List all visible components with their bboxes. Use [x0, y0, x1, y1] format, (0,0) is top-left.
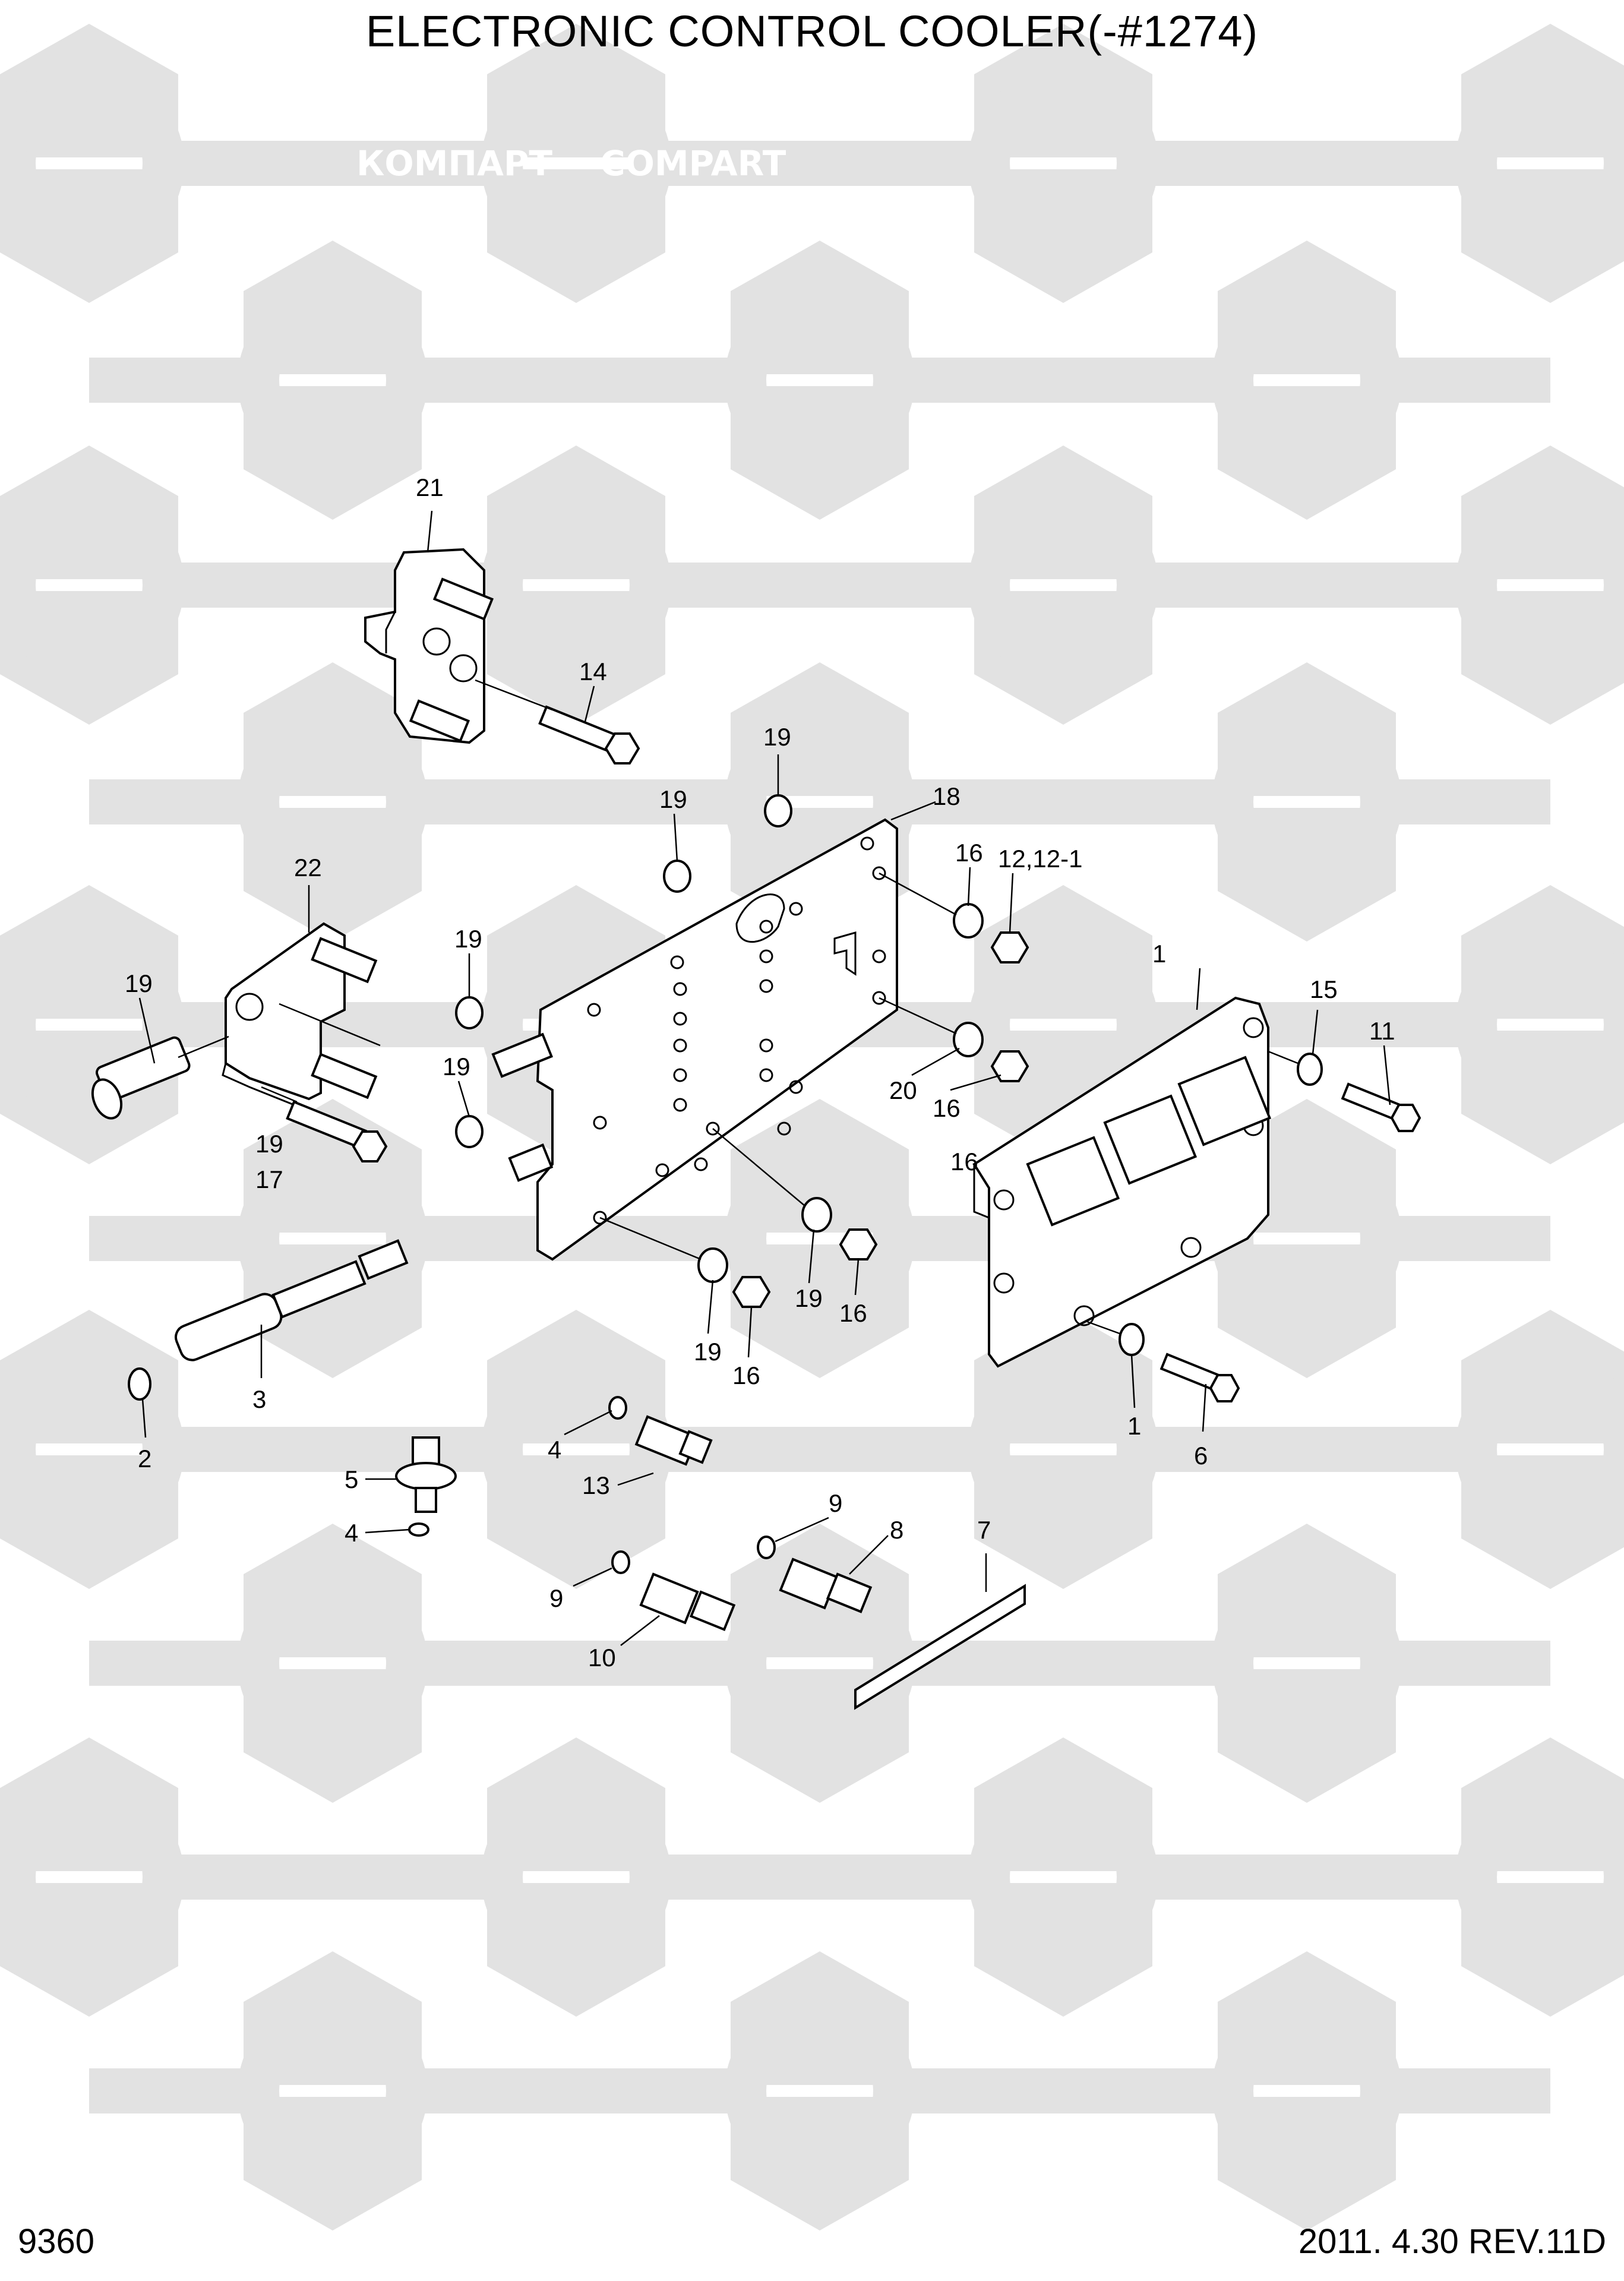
callout-16: 12,12-1	[998, 845, 1082, 873]
callout-19: 19	[443, 1053, 470, 1081]
watermark-text-right: COMPART	[600, 143, 786, 184]
callout-15: 11	[1369, 1017, 1395, 1045]
callout-4: 4	[548, 1436, 561, 1464]
part-10-sensor	[611, 1550, 736, 1631]
part-13-sensor	[608, 1396, 713, 1466]
callout-16: 16	[732, 1361, 760, 1389]
callout-13: 13	[582, 1471, 610, 1499]
watermark	[0, 24, 1624, 2231]
watermark-text-left: КОМПАРТ	[356, 143, 552, 184]
part-21-bracket	[364, 548, 494, 744]
callout-21: 21	[416, 473, 444, 501]
callout-11: 19	[125, 969, 153, 997]
part-7-label-strip	[854, 1584, 1026, 1710]
part-3-sensor	[128, 1239, 409, 1401]
callout-labels: 21 14 19 19 18 22 19 16 12,12-1 1 15 11 …	[125, 473, 1395, 1672]
part-5-sensor	[395, 1436, 457, 1537]
page-title: ELECTRONIC CONTROL COOLER(-#1274)	[365, 7, 1259, 56]
callout-19: 19	[454, 925, 482, 953]
callout-16: 16	[839, 1299, 867, 1327]
leader-lines	[138, 510, 1391, 1646]
revision-date: 2011. 4.30 REV.11D	[1298, 2222, 1606, 2261]
callout-17: 17	[255, 1165, 283, 1193]
callout-16: 16	[950, 1148, 978, 1176]
callout-19: 19	[795, 1284, 823, 1312]
callout-1: 1	[1127, 1412, 1141, 1440]
part-18-valve-plate	[491, 818, 898, 1261]
part-17-bolt	[261, 1086, 388, 1162]
callout-18: 18	[933, 782, 961, 810]
part-8-sensor	[757, 1536, 873, 1613]
watermark-text: КОМПАРТ COMPART	[356, 143, 786, 184]
part-11-connector	[91, 1035, 229, 1120]
watermark-row-6	[89, 1099, 1550, 1378]
callout-9: 9	[549, 1584, 563, 1612]
callout-7: 7	[977, 1516, 991, 1544]
callout-19: 19	[659, 785, 687, 813]
callout-12-12-1: 1	[1152, 940, 1166, 968]
callout-16: 16	[933, 1094, 961, 1122]
page-number: 9360	[18, 2222, 95, 2261]
callout-19: 16	[955, 839, 983, 867]
watermark-row-8	[89, 1524, 1550, 1803]
callout-9: 9	[829, 1489, 842, 1517]
callout-19: 19	[763, 723, 791, 751]
callout-20: 20	[889, 1076, 917, 1104]
callout-19: 19	[255, 1130, 283, 1158]
callout-2: 2	[138, 1445, 151, 1473]
part-14-bolt	[475, 679, 640, 764]
callout-3: 3	[252, 1385, 266, 1413]
part-22-bracket	[222, 922, 381, 1112]
callout-8: 8	[890, 1516, 903, 1544]
callout-4: 4	[345, 1519, 358, 1547]
callout-19: 19	[694, 1338, 722, 1366]
callout-10: 10	[588, 1644, 616, 1672]
part-12-ecu	[972, 996, 1272, 1368]
watermark-row-10	[89, 1951, 1550, 2231]
callout-22: 22	[294, 854, 322, 882]
part-1-washers-and-bolts	[1086, 1050, 1421, 1402]
callout-14: 14	[579, 658, 607, 685]
watermark-row-2	[89, 241, 1550, 520]
callout-6: 6	[1194, 1442, 1208, 1470]
callout-1: 15	[1310, 975, 1338, 1003]
callout-5: 5	[345, 1465, 358, 1493]
